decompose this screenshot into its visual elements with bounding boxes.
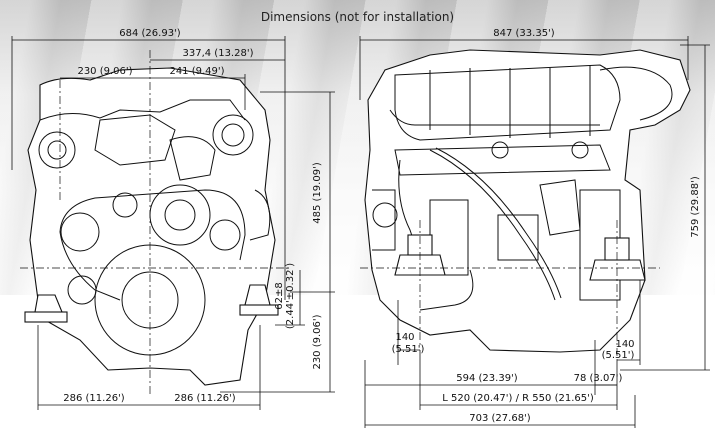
- side-front-mount-offset-label: 140: [395, 332, 414, 343]
- front-mount-adjust-label: 62±8: [274, 282, 285, 309]
- side-view-engine: [360, 49, 691, 360]
- front-right-half-label: 337,4 (13.28'): [183, 48, 254, 59]
- front-mount-left-label: 286 (11.26'): [63, 393, 125, 404]
- front-view-engine: [20, 50, 290, 395]
- side-overall-length-label: 847 (33.35'): [493, 28, 555, 39]
- side-front-mount-offset-in-label: (5.51'): [392, 344, 425, 355]
- front-height-upper-label: 485 (19.09'): [312, 162, 323, 224]
- side-rear-step-label: 78 (3.07'): [574, 373, 623, 384]
- side-total-length-label: 703 (27.68'): [469, 413, 531, 424]
- side-rear-mount-offset-label: 140: [615, 339, 634, 350]
- front-height-lower-label: 230 (9.06'): [312, 314, 323, 369]
- side-overall-height-label: 759 (29.88'): [690, 176, 701, 238]
- front-right-offset-label: 241 (9.49'): [169, 66, 224, 77]
- side-mount-to-flywheel-label: 594 (23.39'): [456, 373, 518, 384]
- front-overall-width-label: 684 (26.93'): [119, 28, 181, 39]
- dimension-lines: [11, 36, 710, 428]
- front-mount-adjust-in-label: (2.44'±0.32'): [285, 263, 296, 329]
- page-title: Dimensions (not for installation): [260, 10, 455, 24]
- front-mount-right-label: 286 (11.26'): [174, 393, 236, 404]
- side-mount-spacing-label: L 520 (20.47') / R 550 (21.65'): [442, 393, 594, 404]
- side-rear-mount-offset-in-label: (5.51'): [602, 350, 635, 361]
- front-left-offset-label: 230 (9.06'): [77, 66, 132, 77]
